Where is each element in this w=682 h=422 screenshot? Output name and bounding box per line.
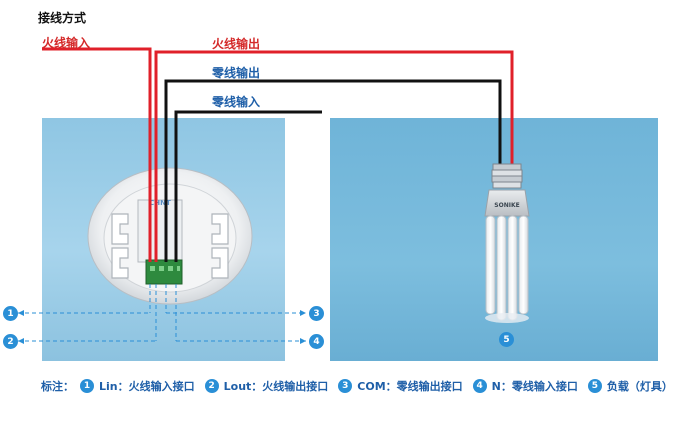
- label-neutral-out: 零线输出: [212, 66, 261, 80]
- label-neutral-in: 零线输入: [212, 95, 261, 109]
- marker-5: 5: [499, 332, 514, 347]
- legend-badge: 2: [204, 379, 219, 393]
- legend-badge: 3: [338, 379, 353, 393]
- neutral-in-wire: [174, 110, 322, 262]
- legend-badge: 4: [472, 379, 487, 393]
- legend-badge: 5: [587, 379, 602, 393]
- legend-item-n: 4 N：零线输入接口: [472, 378, 578, 394]
- legend-text: N：零线输入接口: [491, 380, 578, 393]
- live-out-wire: [154, 50, 514, 262]
- neutral-out-wire: [164, 79, 502, 262]
- legend-item-com: 3 COM：零线输出接口: [338, 378, 463, 394]
- legend: 标注： 1 Lin：火线输入接口 2 Lout：火线输出接口 3 COM：零线输…: [41, 378, 682, 394]
- marker-4: 4: [309, 334, 324, 349]
- legend-text: COM：零线输出接口: [357, 380, 463, 393]
- legend-item-load: 5 负载（灯具）: [587, 378, 673, 394]
- live-in-wire: [42, 47, 152, 262]
- legend-text: 负载（灯具）: [606, 380, 673, 393]
- bulb-brand-label: SONIKE: [494, 202, 519, 209]
- terminal-block: [145, 259, 183, 285]
- cfl-bulb: SONIKE: [484, 163, 530, 323]
- legend-text: Lin：火线输入接口: [99, 380, 195, 393]
- device-brand-label: CHNT: [149, 199, 171, 207]
- label-live-out: 火线输出: [212, 37, 261, 51]
- marker-2: 2: [3, 334, 18, 349]
- legend-badge: 1: [80, 379, 94, 393]
- label-live-in: 火线输入: [42, 36, 91, 50]
- sensor-switch: CHNT: [87, 167, 253, 305]
- diagram-title: 接线方式: [38, 11, 87, 25]
- legend-lead: 标注：: [41, 380, 74, 393]
- legend-text: Lout：火线输出接口: [223, 380, 329, 393]
- callout-lines: [18, 284, 306, 342]
- marker-3: 3: [309, 306, 324, 321]
- legend-item-lin: 1 Lin：火线输入接口: [80, 378, 195, 394]
- legend-item-lout: 2 Lout：火线输出接口: [204, 378, 329, 394]
- marker-1: 1: [3, 306, 18, 321]
